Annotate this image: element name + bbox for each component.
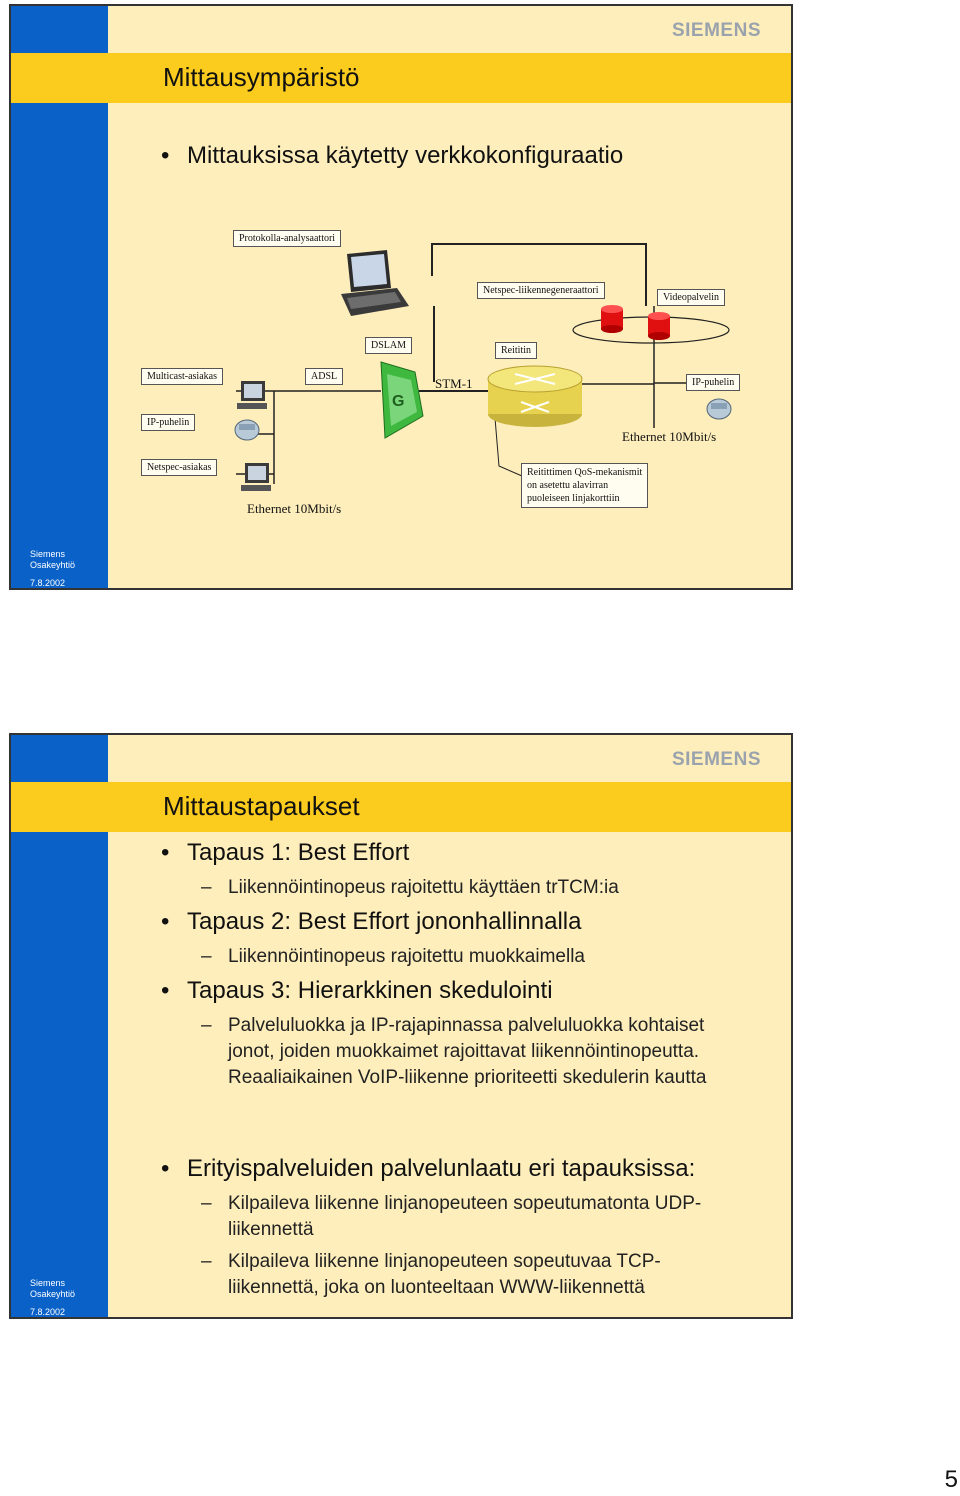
- bullet-dot-icon: •: [161, 142, 170, 169]
- dash-icon: –: [201, 1193, 212, 1214]
- dash-icon: –: [201, 1015, 212, 1036]
- multicast-client-label: Multicast-asiakas: [141, 368, 223, 385]
- sub-item-text: Kilpaileva liikenne linjanopeuteen sopeu…: [228, 1193, 702, 1240]
- footer-date: 7.8.2002: [30, 578, 66, 588]
- title-band: [11, 53, 791, 103]
- ip-phone-left-label: IP-puhelin: [141, 414, 196, 431]
- footer-company-line: Siemens: [30, 1278, 66, 1288]
- footer-company: Siemens Osakeyhtiö: [30, 549, 75, 571]
- svg-text:G: G: [392, 393, 404, 410]
- router-qos-note-line: Reitittimen QoS-mekanismit: [527, 467, 643, 478]
- bullet-text: Mittauksissa käytetty verkkokonfiguraati…: [187, 142, 624, 169]
- left-blue-bar: [11, 6, 108, 588]
- bullet-text: Tapaus 1: Best Effort: [187, 839, 410, 866]
- footer-company-line: Osakeyhtiö: [30, 560, 76, 570]
- multicast-client-pc-icon: [237, 381, 267, 409]
- left-blue-bar: [11, 735, 108, 1317]
- sub-item-text: Liikennöintinopeus rajoitettu muokkaimel…: [228, 946, 585, 967]
- dash-icon: –: [201, 1251, 212, 1272]
- laptop-icon: [341, 250, 409, 316]
- bullet-dot-icon: •: [161, 908, 170, 935]
- bullet-dot-icon: •: [161, 1155, 170, 1182]
- router-qos-note: Reitittimen QoS-mekanismit on asetettu a…: [521, 463, 649, 508]
- sub-item-text: Liikennöintinopeus rajoitettu käyttäen t…: [228, 877, 619, 898]
- bullet-text: Tapaus 3: Hierarkkinen skedulointi: [187, 977, 553, 1004]
- ethernet-right-label: Ethernet 10Mbit/s: [622, 429, 717, 444]
- protocol-analyzer-label: Protokolla-analysaattori: [233, 230, 342, 247]
- netspec-client-pc-icon: [241, 463, 271, 491]
- dash-icon: –: [201, 877, 212, 898]
- sub-item-text: Palveluluokka ja IP-rajapinnassa palvelu…: [228, 1015, 707, 1088]
- siemens-logo: SIEMENS: [671, 20, 761, 41]
- dash-icon: –: [201, 946, 212, 967]
- netspec-client-label: Netspec-asiakas: [141, 459, 218, 476]
- slide-title: Mittausympäristö: [163, 62, 360, 92]
- ip-phone-right-label: IP-puhelin: [686, 374, 741, 391]
- slide-test-cases: SIEMENS Mittaustapaukset • Tapaus 1: Bes…: [9, 733, 793, 1319]
- video-server-label: Videopalvelin: [657, 289, 726, 306]
- ip-phone-right-icon: [706, 398, 732, 420]
- slide-network-config: SIEMENS Mittausympäristö • Mittauksissa …: [9, 4, 793, 590]
- footer-date: 7.8.2002: [30, 1307, 66, 1317]
- bullet-dot-icon: •: [161, 977, 170, 1004]
- router-qos-note-line: puoleiseen linjakorttiin: [527, 493, 620, 504]
- title-band: [11, 782, 791, 832]
- adsl-label: ADSL: [305, 368, 344, 385]
- bullet-text: Erityispalveluiden palvelunlaatu eri tap…: [187, 1155, 696, 1182]
- page-number: 5: [944, 1466, 958, 1493]
- footer-company-line: Siemens: [30, 549, 66, 559]
- dslam-icon: G: [380, 361, 424, 439]
- footer-company: Siemens Osakeyhtiö: [30, 1278, 75, 1300]
- bullet-text: Tapaus 2: Best Effort jononhallinnalla: [187, 908, 582, 935]
- ethernet-left-label: Ethernet 10Mbit/s: [247, 501, 342, 516]
- slide-title: Mittaustapaukset: [163, 791, 360, 821]
- stm1-label: STM-1: [435, 376, 473, 391]
- router-label: Reititin: [495, 342, 537, 359]
- footer-company-line: Osakeyhtiö: [30, 1289, 76, 1299]
- ip-phone-left-icon: [234, 419, 260, 441]
- sub-item-text: Kilpaileva liikenne linjanopeuteen sopeu…: [228, 1251, 661, 1298]
- router-qos-note-line: on asetettu alavirran: [527, 480, 609, 491]
- network-diagram: G: [234, 243, 732, 491]
- siemens-logo: SIEMENS: [671, 749, 761, 770]
- bullet-dot-icon: •: [161, 839, 170, 866]
- dslam-label: DSLAM: [365, 337, 413, 354]
- router-icon: [487, 365, 583, 427]
- video-server-icon: [601, 305, 670, 340]
- netspec-generator-label: Netspec-liikennegeneraattori: [477, 282, 605, 299]
